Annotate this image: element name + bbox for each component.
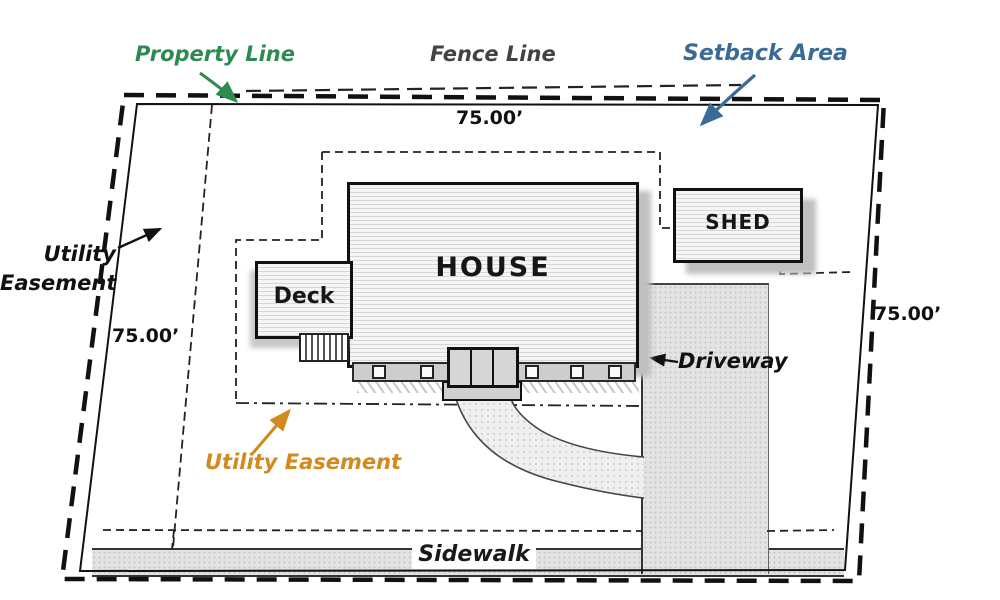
walkway-inner-edge <box>510 398 645 458</box>
setback-area-label: Setback Area <box>683 41 848 66</box>
walkway-outer-edge <box>455 398 645 499</box>
utility-easement-tail-line <box>171 529 175 550</box>
deck-shadow-hatch <box>256 335 298 346</box>
deck-stairs <box>299 333 349 362</box>
deck <box>255 261 353 339</box>
dimension-top: 75.00’ <box>456 107 524 129</box>
porch-post <box>372 365 386 379</box>
utility-easement-left-label-line2: Easement <box>0 271 117 296</box>
fence-line-label: Fence Line <box>430 42 556 66</box>
utility-easement-bottom-label: Utility Easement <box>205 450 402 474</box>
porch-post <box>570 365 584 379</box>
house-label: HOUSE <box>435 252 551 283</box>
property-line-label: Property Line <box>135 42 295 66</box>
setback-area-arrow <box>699 73 757 127</box>
driveway-surface <box>641 283 769 574</box>
sidewalk-label: Sidewalk <box>412 541 536 569</box>
porch-post <box>608 365 622 379</box>
shed <box>673 188 803 263</box>
utility-easement-left-label-line1: Utility <box>43 242 116 266</box>
walkway-surface <box>456 399 644 498</box>
setback-line-left <box>235 152 323 403</box>
setback-line-shed-connector <box>779 258 853 275</box>
utility-easement-left-arrow <box>117 227 163 250</box>
setback-line-bottom <box>102 529 835 532</box>
porch-post <box>525 365 539 379</box>
deck-label: Deck <box>273 284 335 309</box>
utility-easement-bottom-line <box>235 402 643 407</box>
house-entry-steps <box>447 347 519 388</box>
property-line-arrow <box>199 71 239 104</box>
fence-line <box>245 83 742 93</box>
dimension-right: 75.00’ <box>874 303 942 325</box>
porch-post <box>420 365 434 379</box>
driveway-arrow <box>648 353 679 367</box>
utility-easement-left-line <box>172 104 213 549</box>
shed-label: SHED <box>705 210 771 234</box>
setback-line-top <box>322 151 673 229</box>
utility-easement-bottom-arrow <box>251 408 291 454</box>
driveway-label: Driveway <box>678 349 788 373</box>
utility-easement-left-label: Utility Easement <box>0 240 116 299</box>
property-line <box>78 102 880 573</box>
dimension-left: 75.00’ <box>112 325 180 347</box>
